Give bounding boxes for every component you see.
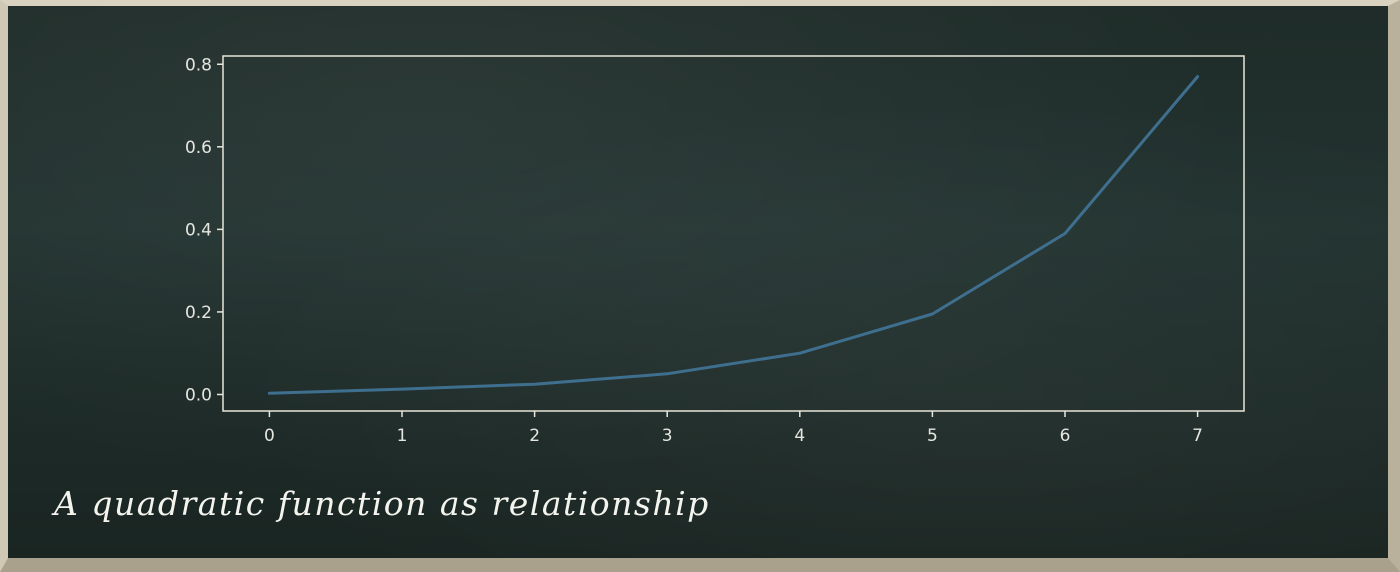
y-tick-label: 0.0 — [185, 385, 212, 405]
x-tick-label: 1 — [397, 426, 408, 446]
series-line — [267, 75, 1200, 395]
x-tick-label: 3 — [662, 426, 673, 446]
x-tick-label: 2 — [529, 426, 540, 446]
line-chart: 0.0 0.2 0.4 0.6 0.8 0 1 2 3 4 5 6 7 — [185, 55, 1245, 446]
x-tick-label: 6 — [1060, 426, 1071, 446]
x-axis: 0 1 2 3 4 5 6 7 — [264, 411, 1203, 446]
y-tick-label: 0.8 — [185, 55, 212, 75]
y-axis: 0.0 0.2 0.4 0.6 0.8 — [185, 55, 223, 405]
y-tick-label: 0.4 — [185, 220, 212, 240]
x-tick-label: 0 — [264, 426, 275, 446]
x-tick-label: 7 — [1192, 426, 1203, 446]
y-tick-label: 0.6 — [185, 138, 212, 158]
y-tick-label: 0.2 — [185, 303, 212, 323]
series-layer — [267, 75, 1200, 395]
caption: A quadratic function as relationship — [54, 484, 710, 523]
plot-area-border — [222, 55, 1245, 412]
x-tick-label: 5 — [927, 426, 938, 446]
x-tick-label: 4 — [794, 426, 805, 446]
chalkboard: 0.0 0.2 0.4 0.6 0.8 0 1 2 3 4 5 6 7 A quadratic fun… — [16, 12, 1396, 564]
